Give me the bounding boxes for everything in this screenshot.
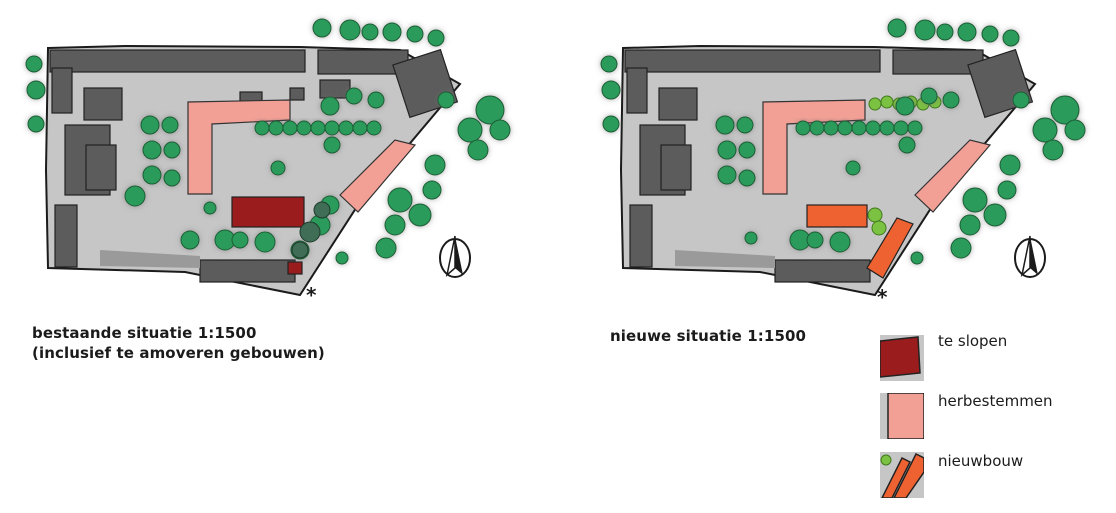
street-edge — [675, 250, 775, 268]
street-edge — [100, 250, 200, 268]
caption-existing-line2: (inclusief te amoveren gebouwen) — [32, 344, 325, 362]
dark-trees — [291, 201, 331, 259]
caption-existing-line1: bestaande situatie 1:1500 — [32, 324, 257, 342]
caption-existing-situation: bestaande situatie 1:1500 (inclusief te … — [32, 323, 325, 363]
red-building-swatch-icon — [880, 335, 924, 381]
legend-label-newbuild: nieuwbouw — [938, 452, 1024, 470]
repurpose-buildings — [762, 99, 992, 213]
entrance-marker: * — [877, 285, 888, 309]
north-arrow-icon — [439, 235, 471, 278]
legend-label-demolish: te slopen — [938, 332, 1008, 350]
repurpose-buildings — [187, 99, 417, 213]
caption-new-situation: nieuwe situatie 1:1500 — [610, 326, 806, 346]
pink-building-swatch-icon — [880, 393, 924, 439]
map-existing-situation: * — [25, 18, 511, 307]
new-buildings — [806, 204, 914, 279]
north-arrow-icon — [1014, 235, 1046, 278]
caption-new-line1: nieuwe situatie 1:1500 — [610, 327, 807, 345]
trees — [25, 18, 511, 265]
tree-row — [795, 120, 923, 136]
tree-row — [254, 120, 382, 136]
entrance-marker: * — [306, 283, 317, 307]
trees — [600, 18, 1086, 265]
legend-label-repurpose: herbestemmen — [938, 392, 1053, 410]
map-new-situation: * — [600, 18, 1086, 309]
demolish-buildings — [231, 196, 305, 275]
orange-building-swatch-icon — [880, 452, 924, 498]
